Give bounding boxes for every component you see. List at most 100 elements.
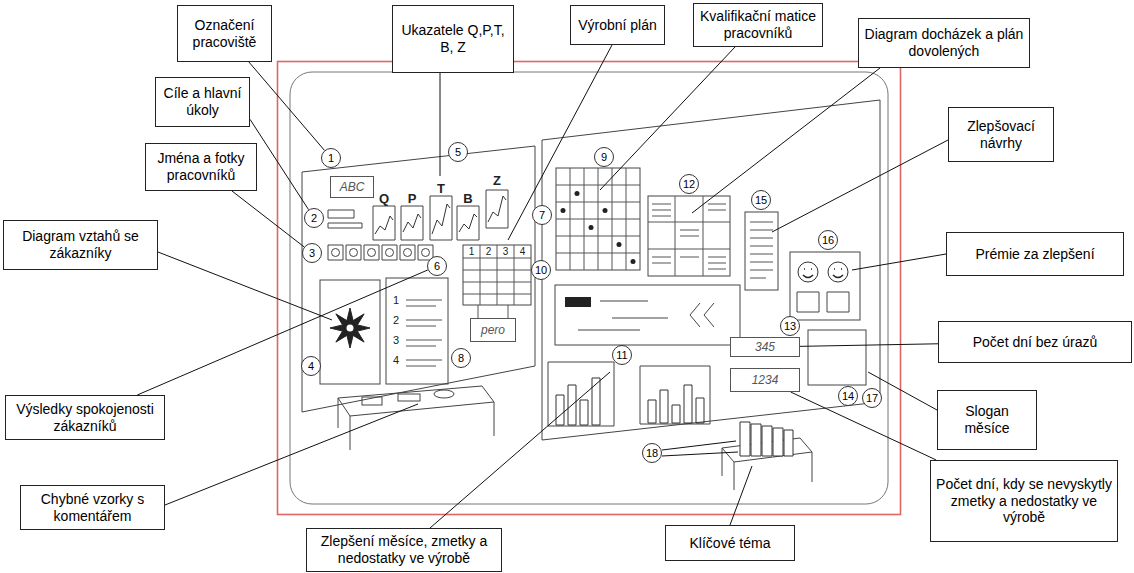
node-text: 8 bbox=[458, 353, 464, 364]
callout-number: 13 bbox=[780, 316, 800, 336]
attendance-chart bbox=[648, 196, 730, 276]
callout-number: 11 bbox=[612, 345, 632, 365]
callout-number: 12 bbox=[679, 174, 699, 194]
leader-line bbox=[800, 344, 938, 347]
node-text: 18 bbox=[646, 448, 658, 459]
callout-number: 2 bbox=[304, 208, 324, 228]
node-text: Ukazatele Q,P,T, B, Z bbox=[398, 22, 508, 56]
qualification-dot bbox=[617, 242, 622, 247]
leader-line bbox=[232, 191, 304, 247]
indicator-letter: Q bbox=[379, 192, 389, 205]
sketch-sign: 1234 bbox=[730, 368, 800, 392]
photo-face bbox=[404, 249, 412, 257]
callout-number: 10 bbox=[531, 260, 551, 280]
node-text: Počet dní bez úrazů bbox=[973, 334, 1098, 351]
row-number: 2 bbox=[486, 247, 492, 257]
callout-number: 6 bbox=[427, 256, 447, 276]
indicator-letter: T bbox=[437, 182, 445, 195]
smiley bbox=[828, 262, 848, 282]
node-text: Jména a fotky pracovníků bbox=[151, 150, 251, 184]
callout-number: 14 bbox=[838, 386, 858, 406]
indicator-letter: Z bbox=[493, 174, 501, 187]
node-text: 10 bbox=[535, 265, 547, 276]
callout-number: 16 bbox=[818, 230, 838, 250]
callout-box: Prémie za zlepšení bbox=[946, 232, 1124, 276]
node-text: Zlepšení měsíce, zmetky a nedostatky ve … bbox=[312, 533, 496, 567]
row-number: 1 bbox=[393, 295, 399, 306]
callout-box: Označení pracoviště bbox=[177, 5, 272, 62]
node-text: Výrobní plán bbox=[578, 17, 657, 34]
node-text: 4 bbox=[308, 361, 314, 372]
node-text: 3 bbox=[309, 248, 315, 259]
qualification-dot bbox=[589, 225, 594, 230]
sketch-sign: pero bbox=[470, 318, 516, 342]
leader-line bbox=[137, 270, 428, 395]
node-text: Cíle a hlavní úkoly bbox=[161, 85, 244, 119]
node-text: 13 bbox=[784, 321, 796, 332]
smiley-faces bbox=[803, 269, 843, 278]
improvement-board bbox=[555, 285, 740, 345]
row-number: 1 bbox=[469, 247, 475, 257]
indicator-charts bbox=[373, 190, 508, 240]
callout-box: Diagram vztahů se zákazníky bbox=[3, 220, 158, 270]
callout-box: Zlepšovací návrhy bbox=[948, 107, 1054, 162]
node-text: 345 bbox=[755, 340, 775, 354]
plan-grid bbox=[463, 245, 531, 305]
node-text: Prémie za zlepšení bbox=[975, 246, 1094, 263]
row-number: 4 bbox=[520, 247, 526, 257]
node-text: pero bbox=[481, 323, 505, 337]
sketch-sign: ABC bbox=[330, 176, 374, 198]
callout-number: 5 bbox=[448, 142, 468, 162]
slogan-board bbox=[808, 330, 866, 385]
node-text: 5 bbox=[455, 147, 461, 158]
node-text: Označení pracoviště bbox=[183, 17, 266, 51]
node-text: 11 bbox=[616, 350, 627, 361]
node-text: 1 bbox=[328, 153, 334, 164]
goals-sheet bbox=[328, 210, 362, 228]
callout-number: 7 bbox=[532, 205, 552, 225]
node-text: 1234 bbox=[752, 373, 779, 387]
node-text: 12 bbox=[683, 179, 695, 190]
improvement-block bbox=[565, 297, 591, 307]
red-frame bbox=[278, 62, 901, 515]
row-number: 3 bbox=[503, 247, 509, 257]
callout-number: 1 bbox=[321, 148, 341, 168]
callout-box: Výrobní plán bbox=[570, 5, 665, 45]
callout-box: Klíčové téma bbox=[665, 525, 795, 561]
qualification-grid bbox=[556, 168, 640, 270]
node-text: 15 bbox=[755, 195, 767, 206]
monthly-charts bbox=[548, 362, 710, 426]
node-text: 17 bbox=[866, 393, 878, 404]
photo-face bbox=[350, 249, 358, 257]
node-text: 7 bbox=[539, 210, 545, 221]
callout-box: Cíle a hlavní úkoly bbox=[155, 77, 250, 127]
node-text: Diagram docházek a plán dovolených bbox=[864, 26, 1024, 60]
row-number: 2 bbox=[393, 315, 399, 326]
pen-holder-strings bbox=[478, 305, 508, 318]
callout-number: 4 bbox=[301, 356, 321, 376]
plan-table bbox=[463, 245, 531, 305]
suggestion-sheet bbox=[745, 212, 778, 290]
qualification-dot bbox=[603, 208, 608, 213]
callout-box: Počet dní bez úrazů bbox=[938, 321, 1132, 363]
callout-number: 8 bbox=[451, 348, 471, 368]
photo-face bbox=[386, 249, 394, 257]
node-text: Kvalifikační matice pracovníků bbox=[699, 8, 817, 42]
monthly-bars bbox=[556, 378, 704, 425]
bonus-panel bbox=[790, 252, 860, 320]
node-text: 6 bbox=[434, 261, 440, 272]
callout-number: 18 bbox=[642, 443, 662, 463]
satisfaction-list bbox=[386, 278, 448, 384]
suggestion-lines bbox=[750, 222, 773, 278]
qualification-dot bbox=[575, 191, 580, 196]
wall-outline bbox=[290, 72, 888, 504]
callout-box: Slogan měsíce bbox=[937, 390, 1037, 450]
callout-number: 15 bbox=[751, 190, 771, 210]
photo-face bbox=[422, 249, 430, 257]
callout-box: Jména a fotky pracovníků bbox=[145, 143, 257, 191]
indicator-letter: B bbox=[463, 192, 472, 205]
callout-box: Zlepšení měsíce, zmetky a nedostatky ve … bbox=[306, 528, 502, 572]
photo-face bbox=[368, 249, 376, 257]
callout-box: Kvalifikační matice pracovníků bbox=[693, 3, 823, 47]
